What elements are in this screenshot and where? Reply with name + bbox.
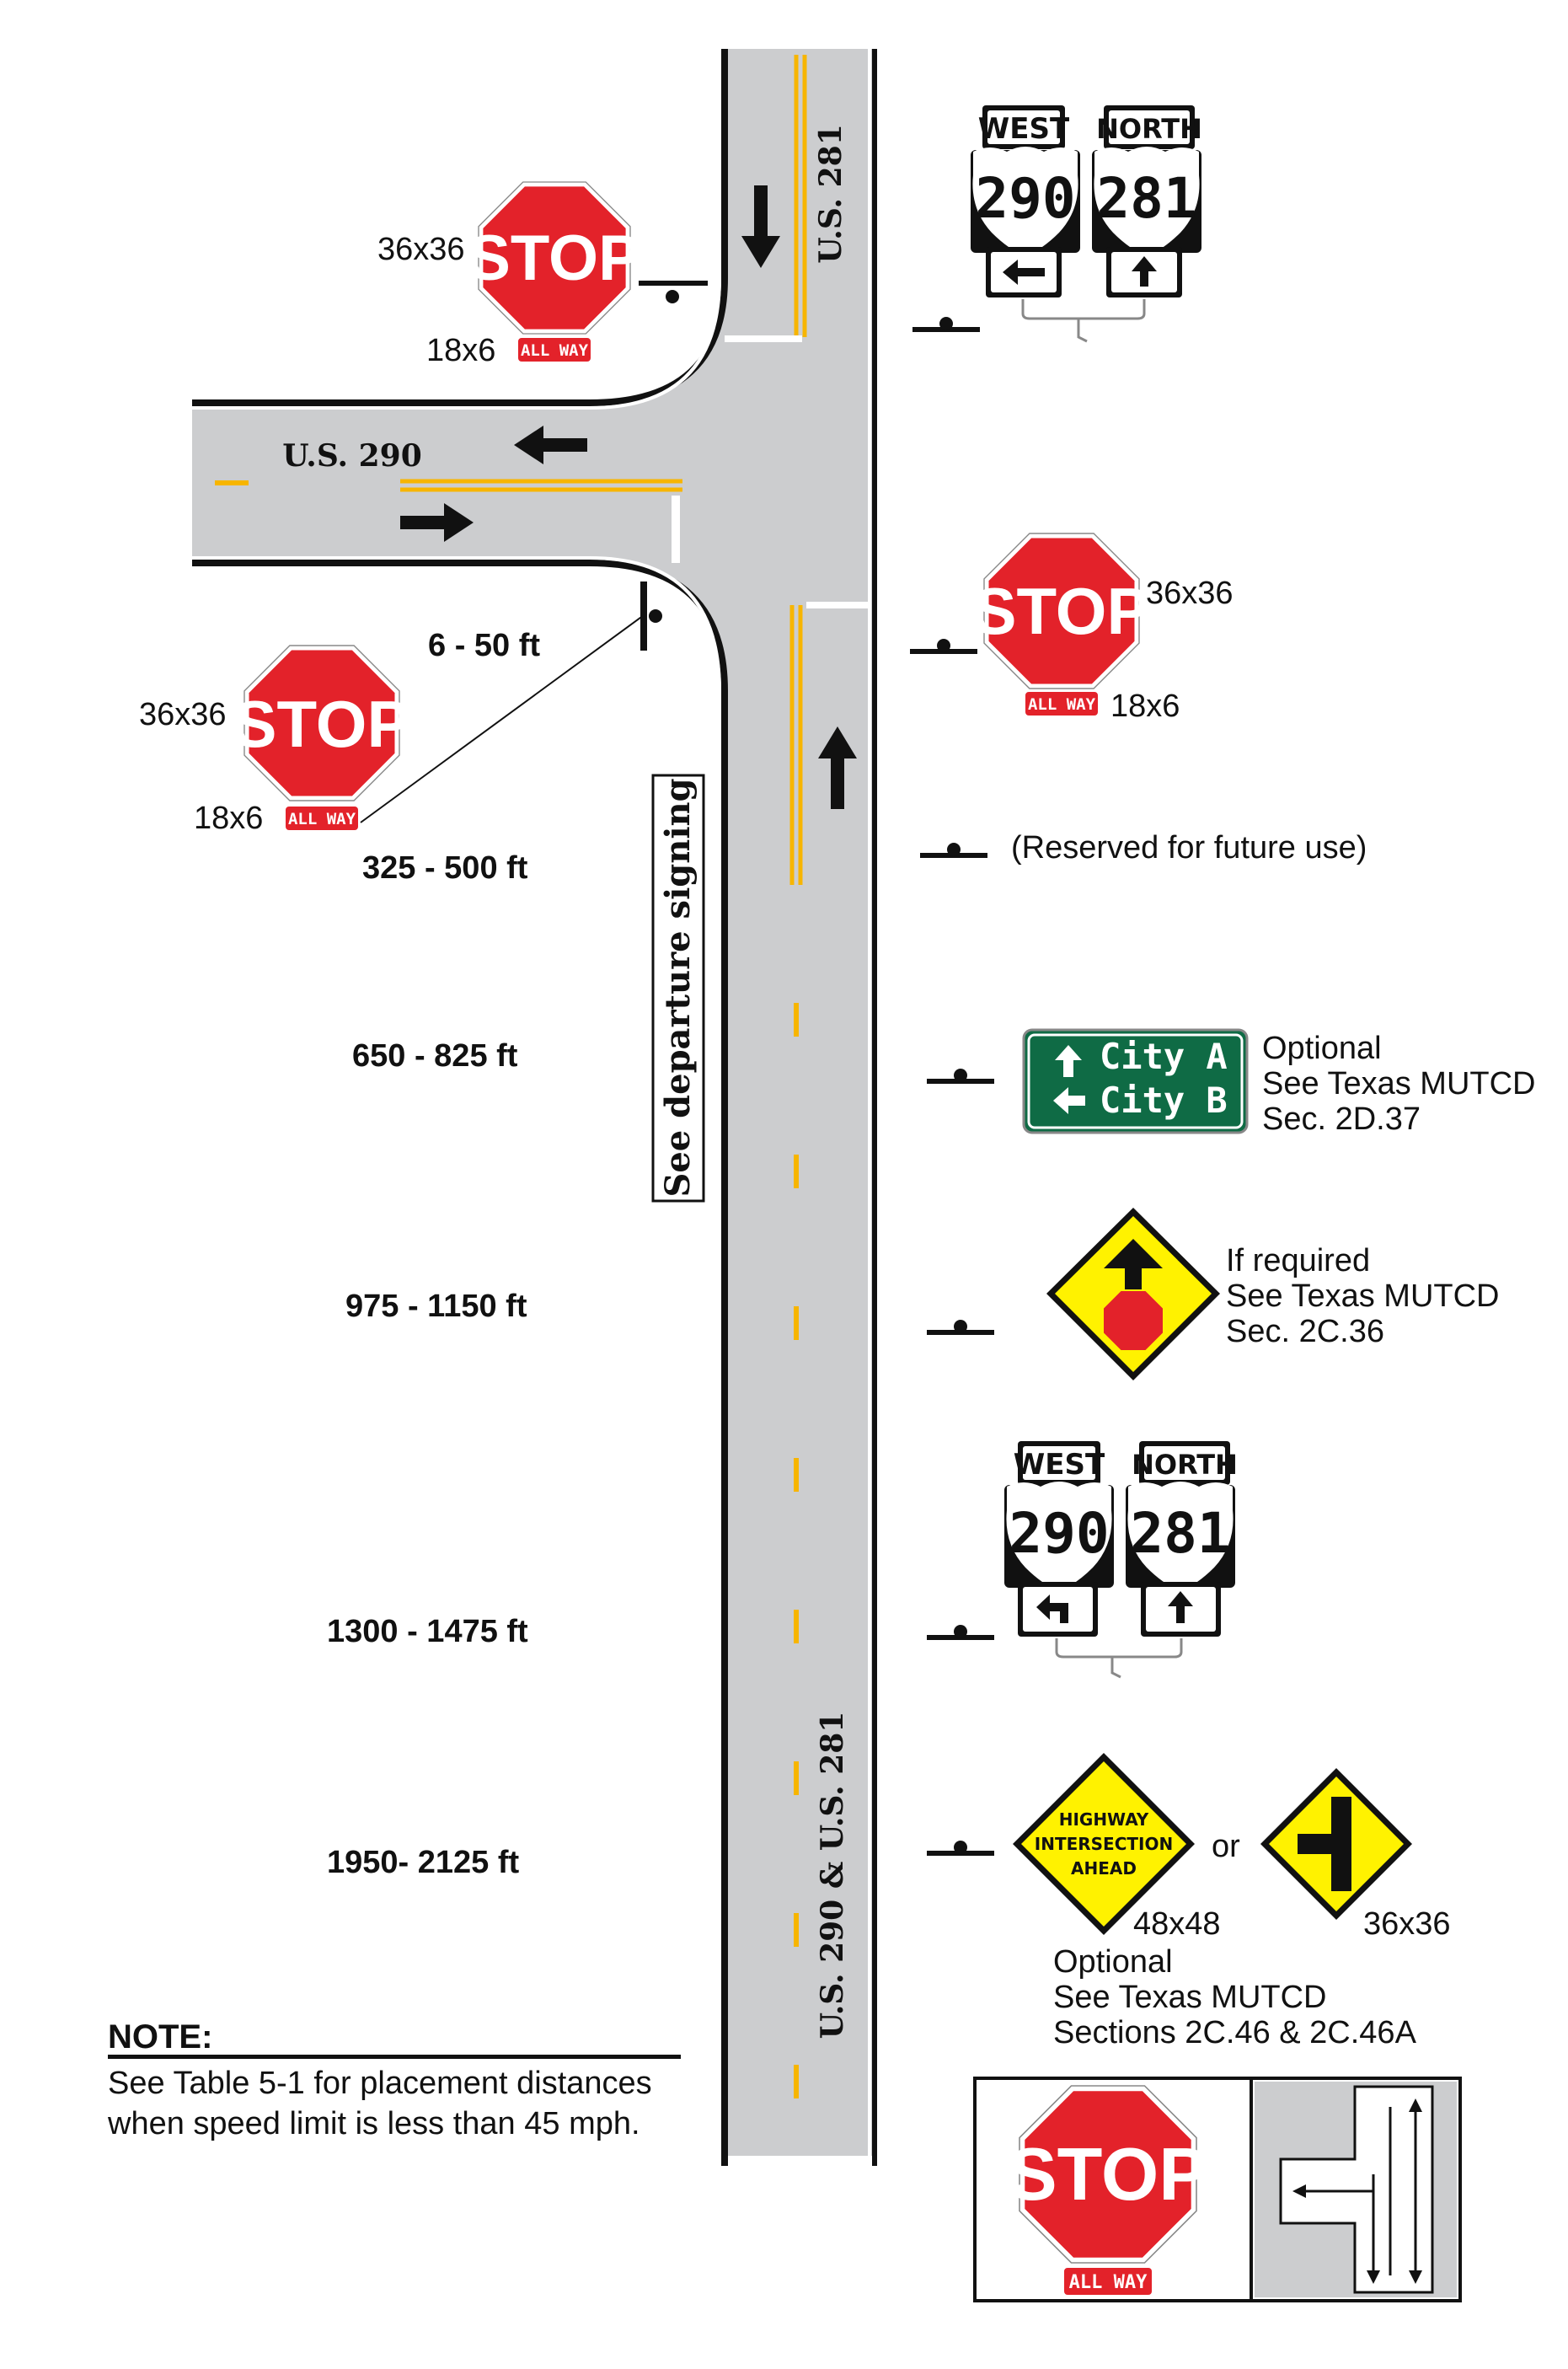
stop-ahead-note-3: Sec. 2C.36 xyxy=(1226,1314,1384,1349)
plaque-size-label: 18x6 xyxy=(194,801,263,836)
guide-note-1: Optional xyxy=(1262,1031,1382,1066)
us290-shield-number: 290 xyxy=(975,166,1075,231)
stop-text: STOP xyxy=(973,574,1151,648)
us290-label: U.S. 290 xyxy=(282,438,422,474)
cardinal-west-text: WEST xyxy=(1014,1448,1105,1482)
roadway: U.S. 281 U.S. 290 U.S. 290 & U.S. 281 xyxy=(192,49,877,2166)
distance-1950-2125: 1950- 2125 ft xyxy=(327,1845,519,1880)
warning-text-3: AHEAD xyxy=(1071,1858,1137,1879)
warning-text-2: INTERSECTION xyxy=(1035,1834,1173,1854)
stop-text: STOP xyxy=(233,687,411,761)
plaque-size-label: 18x6 xyxy=(1110,689,1180,724)
intersection-warning-signs: HIGHWAY INTERSECTION AHEAD or 48x48 36x3… xyxy=(927,1753,1451,2050)
northbound-arrow xyxy=(818,726,857,809)
us281-roadway xyxy=(725,49,875,2156)
sign-size-label: 36x36 xyxy=(139,697,227,732)
westbound-arrow xyxy=(514,426,587,464)
us281-shield-number: 281 xyxy=(1096,166,1196,231)
left-arrow-icon xyxy=(1003,260,1045,285)
ahead-arrow-icon xyxy=(1104,1239,1163,1289)
warning-size-a: 48x48 xyxy=(1133,1906,1221,1942)
note-line-2: when speed limit is less than 45 mph. xyxy=(107,2106,640,2141)
note-block: NOTE: See Table 5-1 for placement distan… xyxy=(107,2018,681,2141)
guide-destination-1: City A xyxy=(1100,1036,1228,1077)
stop-sign-east: STOP ALL WAY 36x36 18x6 xyxy=(910,533,1234,724)
reserved-position: (Reserved for future use) xyxy=(920,830,1367,866)
stop-line-northbound xyxy=(806,602,868,608)
cardinal-west-text: WEST xyxy=(978,112,1070,146)
stop-sign-southwest: STOP ALL WAY 36x36 18x6 xyxy=(139,582,662,836)
stop-sign-northwest: STOP ALL WAY 36x36 18x6 xyxy=(377,182,708,368)
southbound-arrow xyxy=(741,185,780,268)
stop-line-southbound xyxy=(725,335,802,342)
legend-plaque-text: ALL WAY xyxy=(1069,2272,1148,2293)
all-way-plaque-text: ALL WAY xyxy=(288,810,356,828)
stop-line-eastbound xyxy=(672,496,680,563)
distance-6-50: 6 - 50 ft xyxy=(428,628,540,663)
us281-shield-number: 281 xyxy=(1130,1501,1230,1566)
route-assembly-top: WEST NORTH 290 281 xyxy=(912,105,1202,343)
guide-note-3: Sec. 2D.37 xyxy=(1262,1101,1421,1137)
warning-note-1: Optional xyxy=(1053,1944,1173,1980)
departure-signing-note: See departure signing xyxy=(651,774,705,1203)
sign-size-label: 36x36 xyxy=(377,232,465,267)
turn-left-arrow-icon xyxy=(1036,1595,1068,1623)
distance-1300-1475: 1300 - 1475 ft xyxy=(327,1614,528,1649)
legend-intersection-icon xyxy=(1279,2085,1434,2294)
stop-text: STOP xyxy=(468,222,641,294)
distance-975-1150: 975 - 1150 ft xyxy=(345,1289,527,1324)
legend-stop-text: STOP xyxy=(1008,2132,1208,2216)
warning-size-b: 36x36 xyxy=(1363,1906,1451,1942)
sign-size-label: 36x36 xyxy=(1146,576,1234,611)
note-line-1: See Table 5-1 for placement distances xyxy=(108,2066,652,2101)
up-arrow-icon xyxy=(1055,1045,1082,1077)
stop-octagon-icon xyxy=(1104,1291,1163,1350)
eastbound-arrow xyxy=(400,503,474,542)
warning-text-1: HIGHWAY xyxy=(1059,1809,1149,1830)
us290-shield-number: 290 xyxy=(1009,1501,1109,1566)
route-assembly-advance: WEST NORTH 290 281 xyxy=(927,1441,1238,1679)
destination-guide-sign: City A City B Optional See Texas MUTCD S… xyxy=(927,1028,1536,1137)
departure-note-text: See departure signing xyxy=(658,778,698,1197)
note-title: NOTE: xyxy=(108,2018,212,2055)
reserved-text: (Reserved for future use) xyxy=(1011,830,1367,866)
up-arrow-icon xyxy=(1132,256,1157,287)
up-arrow-icon xyxy=(1168,1591,1193,1623)
all-way-plaque-text: ALL WAY xyxy=(1028,695,1096,714)
warning-note-3: Sections 2C.46 & 2C.46A xyxy=(1053,2015,1417,2050)
left-arrow-icon xyxy=(1053,1087,1085,1114)
stop-ahead-note-2: See Texas MUTCD xyxy=(1226,1278,1500,1314)
distance-650-825: 650 - 825 ft xyxy=(352,1038,518,1074)
or-text: or xyxy=(1212,1829,1240,1864)
us281-label: U.S. 281 xyxy=(813,124,848,264)
distance-325-500: 325 - 500 ft xyxy=(362,850,528,886)
distance-labels: 6 - 50 ft 325 - 500 ft 650 - 825 ft 975 … xyxy=(327,628,540,1880)
stop-ahead-note-1: If required xyxy=(1226,1243,1370,1278)
guide-note-2: See Texas MUTCD xyxy=(1262,1066,1536,1101)
lane-arrows xyxy=(400,185,857,809)
cardinal-north-text: NORTH xyxy=(1096,113,1202,145)
cardinal-north-text: NORTH xyxy=(1132,1449,1238,1481)
warning-note-2: See Texas MUTCD xyxy=(1053,1980,1327,2015)
legend-box: STOP ALL WAY xyxy=(973,2078,1462,2301)
plaque-size-label: 18x6 xyxy=(426,333,495,368)
all-way-plaque-text: ALL WAY xyxy=(521,341,589,360)
combined-route-label: U.S. 290 & U.S. 281 xyxy=(815,1712,850,2039)
guide-destination-2: City B xyxy=(1100,1080,1228,1121)
stop-ahead-warning-sign: If required See Texas MUTCD Sec. 2C.36 xyxy=(927,1208,1500,1380)
